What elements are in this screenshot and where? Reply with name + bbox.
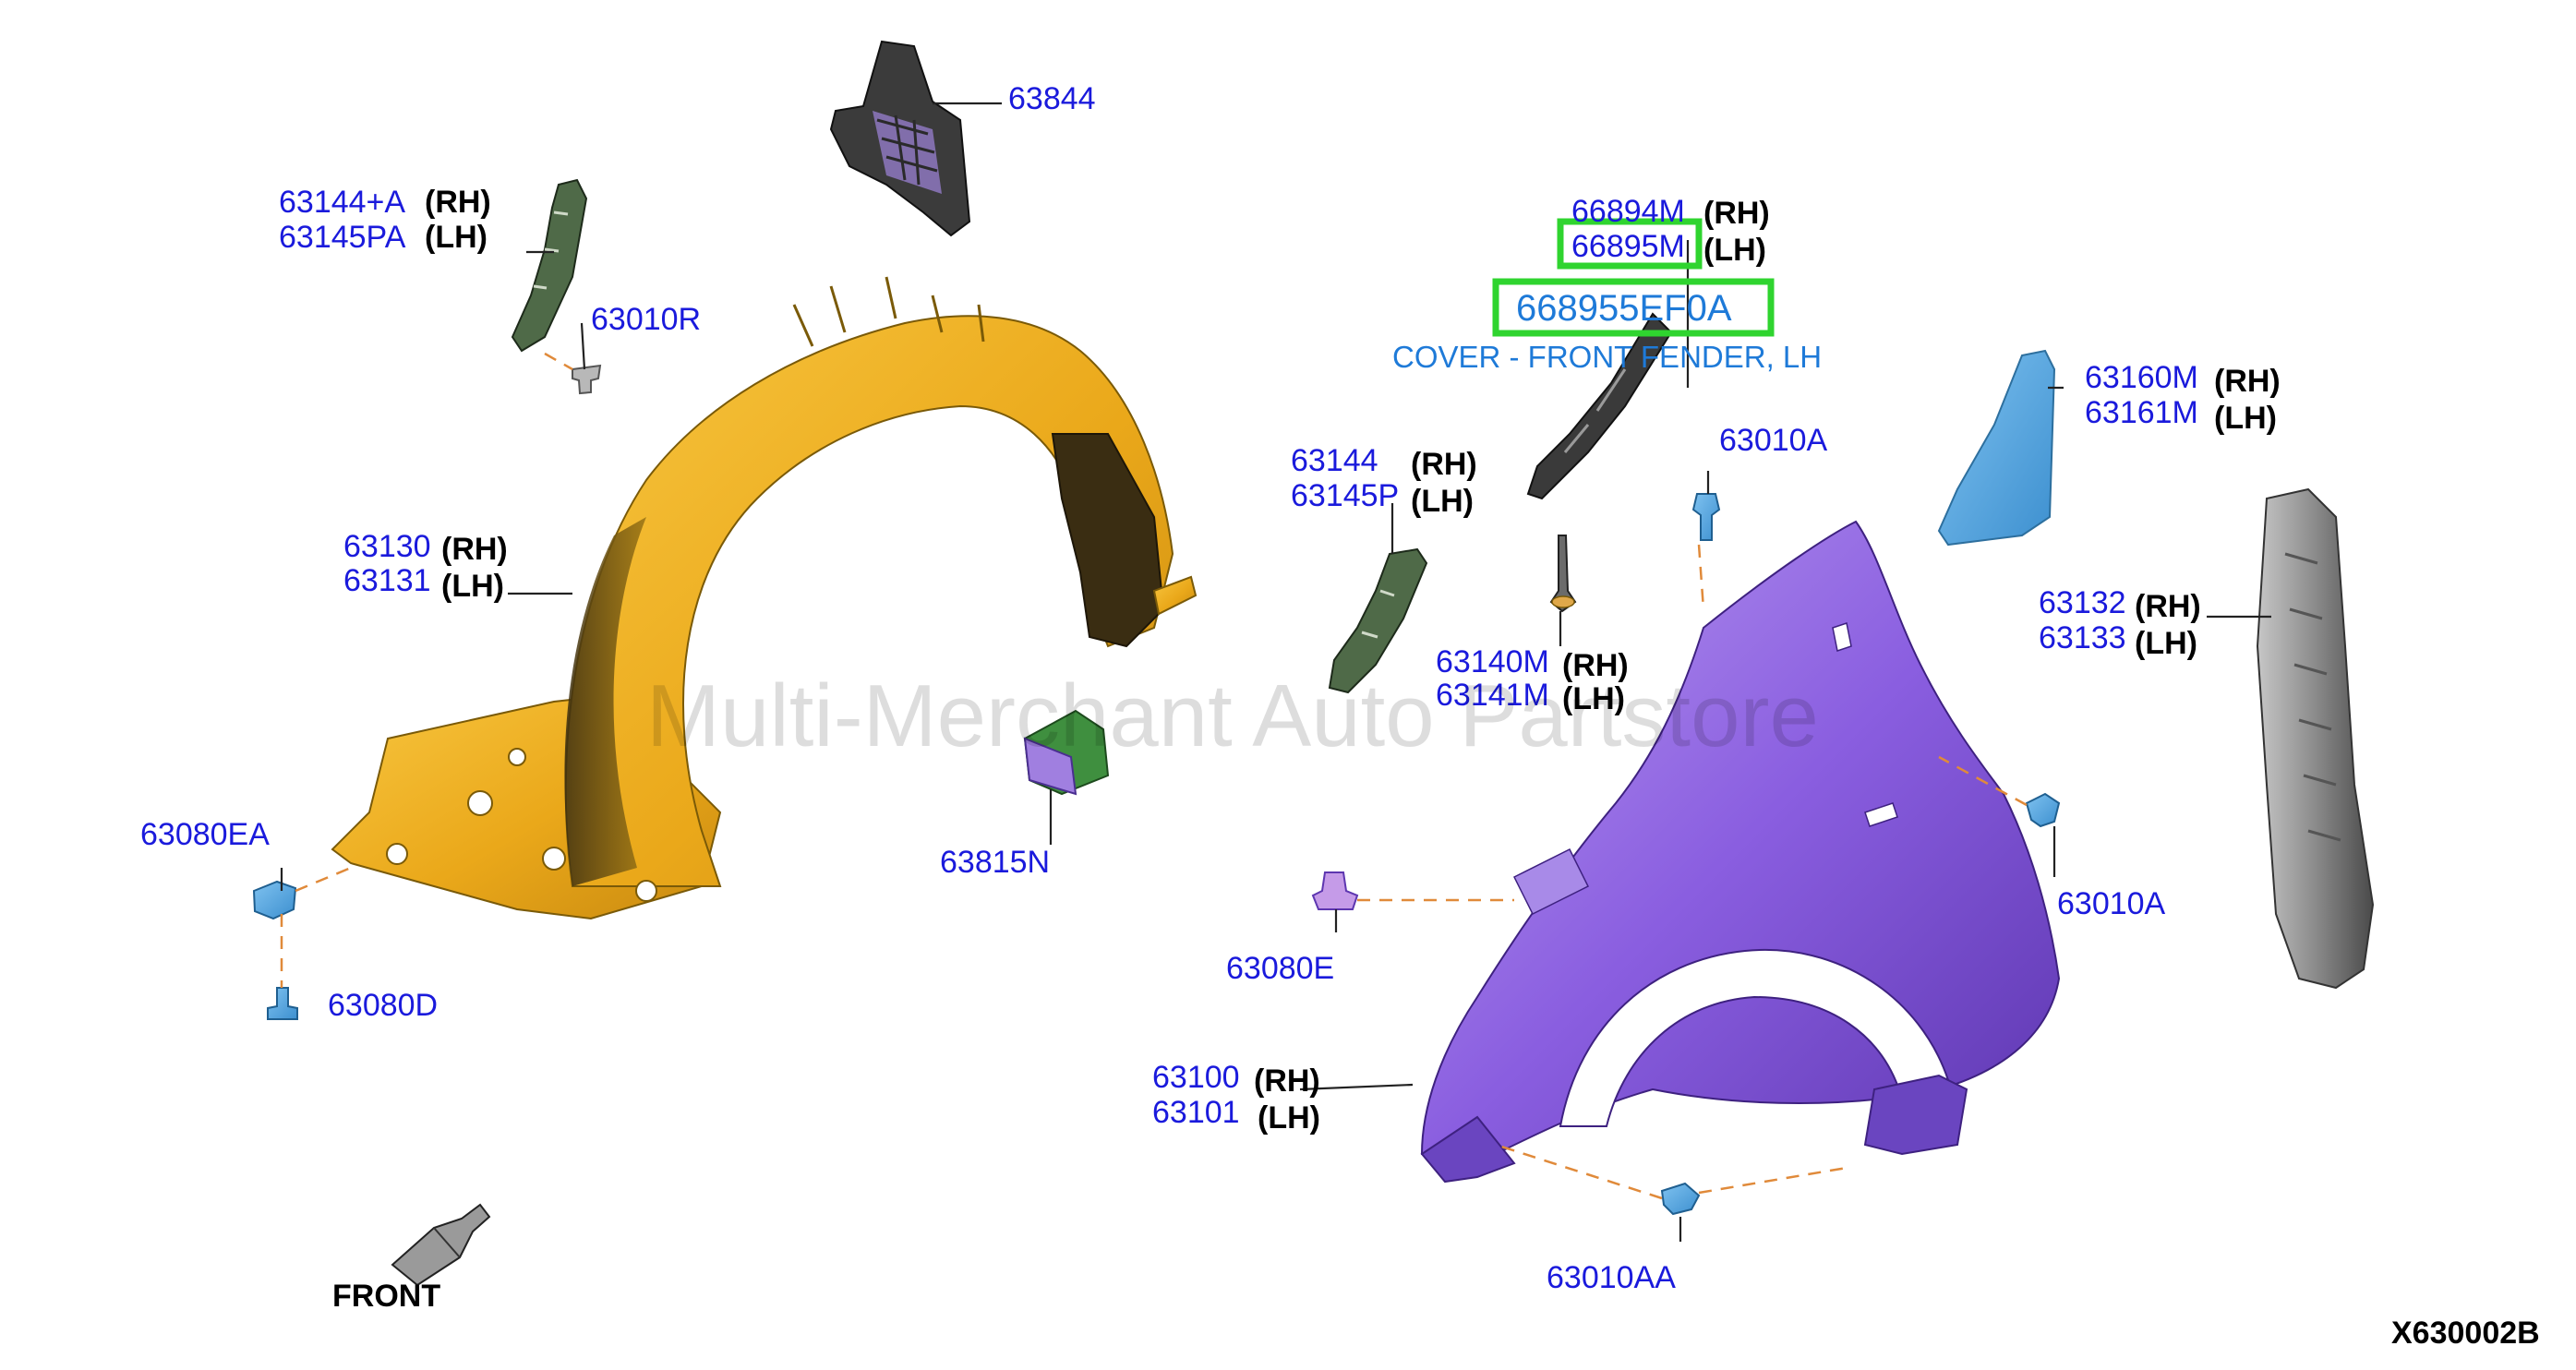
label-63010r[interactable]: 63010R bbox=[591, 302, 701, 337]
clip-63815n-shape bbox=[1023, 709, 1110, 796]
label-side-rh-2: (RH) bbox=[441, 532, 508, 567]
bracket-63844-shape bbox=[829, 40, 971, 237]
label-63131[interactable]: 63131 bbox=[343, 563, 431, 598]
fender-liner-63130-shape bbox=[331, 276, 1198, 920]
label-63010aa[interactable]: 63010AA bbox=[1547, 1260, 1676, 1295]
label-668955ef0a[interactable]: 668955EF0A bbox=[1516, 288, 1732, 329]
bracket-63144-shape bbox=[1328, 547, 1428, 694]
fender-63100-shape bbox=[1420, 520, 2061, 1184]
label-side-lh-4: (LH) bbox=[1411, 484, 1474, 519]
bracket-63132-shape bbox=[2256, 487, 2375, 990]
trim-63160m-shape bbox=[1937, 349, 2056, 547]
label-63010a-right[interactable]: 63010A bbox=[2057, 886, 2166, 921]
screw-63010a-right-shape bbox=[2025, 792, 2061, 828]
watermark: Multi-Merchant Auto Partstore bbox=[646, 667, 1819, 765]
screw-63010aa-shape bbox=[1660, 1182, 1701, 1216]
label-side-rh-3: (RH) bbox=[1703, 196, 1770, 231]
label-63145p[interactable]: 63145P bbox=[1291, 478, 1399, 513]
label-side-lh-6: (LH) bbox=[1562, 681, 1625, 716]
label-63144a[interactable]: 63144+A bbox=[279, 185, 405, 220]
label-side-lh-1: (LH) bbox=[425, 220, 488, 255]
label-side-lh-8: (LH) bbox=[1258, 1100, 1320, 1136]
label-side-lh-7: (LH) bbox=[2135, 626, 2197, 661]
label-63161m[interactable]: 63161M bbox=[2085, 395, 2198, 430]
label-63144[interactable]: 63144 bbox=[1291, 443, 1378, 478]
label-63080ea[interactable]: 63080EA bbox=[140, 817, 270, 852]
highlight-box-66895m bbox=[1557, 218, 1703, 270]
label-63080e[interactable]: 63080E bbox=[1226, 951, 1334, 986]
label-63815n[interactable]: 63815N bbox=[940, 845, 1050, 880]
highlight-description: COVER - FRONT FENDER, LH bbox=[1392, 340, 1822, 374]
front-label: FRONT bbox=[332, 1279, 440, 1314]
label-63010a-top[interactable]: 63010A bbox=[1719, 423, 1828, 458]
label-63141m[interactable]: 63141M bbox=[1436, 678, 1549, 713]
highlight-box-668955ef0a bbox=[1492, 278, 1775, 337]
label-63140m[interactable]: 63140M bbox=[1436, 644, 1549, 679]
screw-63010r-shape bbox=[572, 364, 602, 395]
clip-63080e-shape bbox=[1311, 871, 1359, 910]
label-side-lh-5: (LH) bbox=[2214, 401, 2277, 436]
label-side-rh-6: (RH) bbox=[1562, 648, 1629, 683]
label-63145pa[interactable]: 63145PA bbox=[279, 220, 406, 255]
screw-63080d-shape bbox=[267, 987, 298, 1020]
label-63100[interactable]: 63100 bbox=[1152, 1060, 1240, 1095]
label-63080d[interactable]: 63080D bbox=[328, 988, 438, 1023]
label-side-rh-7: (RH) bbox=[2135, 589, 2201, 624]
label-63133[interactable]: 63133 bbox=[2039, 620, 2126, 655]
clip-63080ea-shape bbox=[252, 880, 297, 920]
label-side-lh-3: (LH) bbox=[1703, 233, 1766, 268]
diagram-id: X630002B bbox=[2391, 1316, 2540, 1351]
front-arrow-icon bbox=[391, 1203, 491, 1287]
label-side-rh-1: (RH) bbox=[425, 185, 491, 220]
bracket-63144a-shape bbox=[511, 178, 588, 353]
label-63160m[interactable]: 63160M bbox=[2085, 360, 2198, 395]
bracket-63140m-shape bbox=[1549, 535, 1577, 613]
dashed-fastener-lines bbox=[280, 352, 2028, 1200]
cover-66894m-shape bbox=[1526, 312, 1673, 500]
label-63130[interactable]: 63130 bbox=[343, 529, 431, 564]
label-63844[interactable]: 63844 bbox=[1008, 81, 1096, 116]
label-side-rh-5: (RH) bbox=[2214, 364, 2281, 399]
label-63101[interactable]: 63101 bbox=[1152, 1095, 1240, 1130]
label-63132[interactable]: 63132 bbox=[2039, 585, 2126, 620]
label-66894m[interactable]: 66894M bbox=[1571, 194, 1685, 229]
label-66895m[interactable]: 66895M bbox=[1571, 229, 1685, 264]
label-side-rh-4: (RH) bbox=[1411, 447, 1477, 482]
label-side-lh-2: (LH) bbox=[441, 569, 504, 604]
screw-63010a-top-shape bbox=[1691, 493, 1721, 541]
label-side-rh-8: (RH) bbox=[1254, 1064, 1320, 1099]
